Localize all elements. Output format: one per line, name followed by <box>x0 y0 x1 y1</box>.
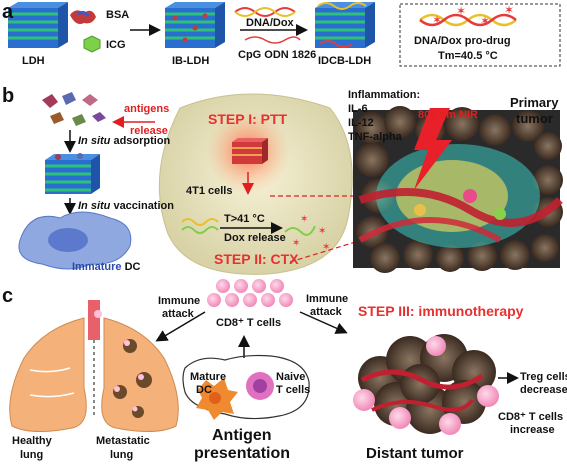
ldh-cube-icon <box>8 2 68 48</box>
svg-text:✶: ✶ <box>432 13 442 27</box>
cd8-tcells-icon <box>207 279 293 307</box>
nir-label: 808 nm NIR <box>418 109 478 121</box>
cd8-tcells-label: CD8⁺ T cells <box>216 317 282 329</box>
il12-label: IL-12 <box>348 117 374 129</box>
bsa-label: BSA <box>106 9 130 21</box>
dna-dox-helix-icon <box>181 218 219 234</box>
antigen-presentation-outline <box>182 354 310 420</box>
immune-attack-right-arrow <box>299 311 348 334</box>
idcb-ldh-label: IDCB-LDH <box>318 55 372 67</box>
immature-dc-label: Immature DC <box>72 261 141 273</box>
cd8-increase-label-1: CD8⁺ T cells <box>498 411 564 423</box>
healthy-lung-label-2: lung <box>20 449 44 461</box>
ldh-adsorbed-cube-icon <box>45 153 100 194</box>
icg-molecule-icon <box>83 35 101 53</box>
naive-tcell-label-1: Naive <box>276 371 306 383</box>
bsa-protein-icon <box>70 10 96 24</box>
insitu-adsorption-label: In situ adsorption <box>78 135 171 147</box>
immune-attack-right-1: Immune <box>306 293 349 305</box>
immune-attack-right-2: attack <box>310 306 342 318</box>
panel-label-b: b <box>2 85 15 107</box>
ldh-label: LDH <box>22 55 45 67</box>
primary-tumor-illustration <box>353 106 563 273</box>
svg-text:✶: ✶ <box>480 14 490 28</box>
cd8-increase-label-2: increase <box>510 424 555 436</box>
temperature-label: T>41 °C <box>224 213 265 225</box>
inflammation-label: Inflammation: <box>348 89 421 101</box>
ldh-hot-cube-icon <box>232 138 268 164</box>
antigen-label: Antigen <box>212 427 272 444</box>
treg-label-2: decrease <box>520 384 567 396</box>
cells-4t1-label: 4T1 cells <box>186 185 233 197</box>
idcb-ldh-cube-icon <box>315 2 375 48</box>
tm-label: Tm=40.5 °C <box>438 50 498 62</box>
panel-label-a: a <box>2 1 14 23</box>
presentation-label: presentation <box>194 445 291 462</box>
treg-label-1: Treg cells <box>520 371 567 383</box>
dna-dox-label: DNA/Dox <box>246 17 294 29</box>
mature-dc-label-1: Mature <box>190 371 227 383</box>
icg-label: ICG <box>106 39 126 51</box>
cpg-label: CpG ODN 1826 <box>238 49 317 61</box>
dna-dox-icon <box>234 7 296 17</box>
prodrug-label: DNA/Dox pro-drug <box>414 35 511 47</box>
il6-label: IL-6 <box>348 103 368 115</box>
prodrug-box <box>399 3 561 67</box>
svg-text:✶: ✶ <box>456 4 466 18</box>
distant-tumor-illustration <box>353 334 499 435</box>
dashed-link-bottom <box>289 239 363 263</box>
lungs-illustration <box>9 300 179 432</box>
immune-attack-left-1: Immune <box>158 295 201 307</box>
step1-label: STEP I: PTT <box>208 111 288 127</box>
svg-text:✶: ✶ <box>300 214 308 225</box>
svg-text:✶: ✶ <box>322 242 330 253</box>
mature-dc-icon <box>196 378 238 420</box>
cpg-strand-icon <box>244 36 301 44</box>
naive-tcell-icon <box>246 372 274 400</box>
prodrug-helix-icon: ✶ ✶ ✶ ✶ <box>419 3 517 28</box>
metastatic-lung-label-2: lung <box>110 449 134 461</box>
svg-text:✶: ✶ <box>504 3 514 17</box>
svg-text:✶: ✶ <box>292 238 300 249</box>
insitu-vaccination-label: In situ vaccination <box>78 200 174 212</box>
metastatic-lung-label-1: Metastatic <box>96 435 150 447</box>
step3-label: STEP III: immunotherapy <box>358 303 524 319</box>
tnf-label: TNF-alpha <box>348 131 402 143</box>
antigen-fragments-icon <box>42 92 106 126</box>
mature-dc-label-2: DC <box>196 384 212 396</box>
naive-tcell-label-2: T cells <box>276 384 311 396</box>
panel-label-c: c <box>2 285 14 307</box>
released-dox-icon: ✶ ✶ ✶ ✶ <box>284 214 330 253</box>
healthy-lung-label-1: Healthy <box>12 435 52 447</box>
dox-release-label: Dox release <box>224 232 286 244</box>
primary-tumor-label-2: tumor <box>516 111 553 126</box>
primary-tumor-label-1: Primary <box>510 95 559 110</box>
step2-label: STEP II: CTX <box>214 251 299 267</box>
release-label: release <box>130 125 168 137</box>
antigens-label: antigens <box>124 103 170 115</box>
distant-tumor-label: Distant tumor <box>366 445 464 462</box>
ib-ldh-cube-icon <box>165 2 225 48</box>
immune-attack-left-2: attack <box>162 308 194 320</box>
ib-ldh-label: IB-LDH <box>172 55 210 67</box>
immune-attack-left-arrow <box>155 311 206 342</box>
svg-text:✶: ✶ <box>318 226 326 237</box>
